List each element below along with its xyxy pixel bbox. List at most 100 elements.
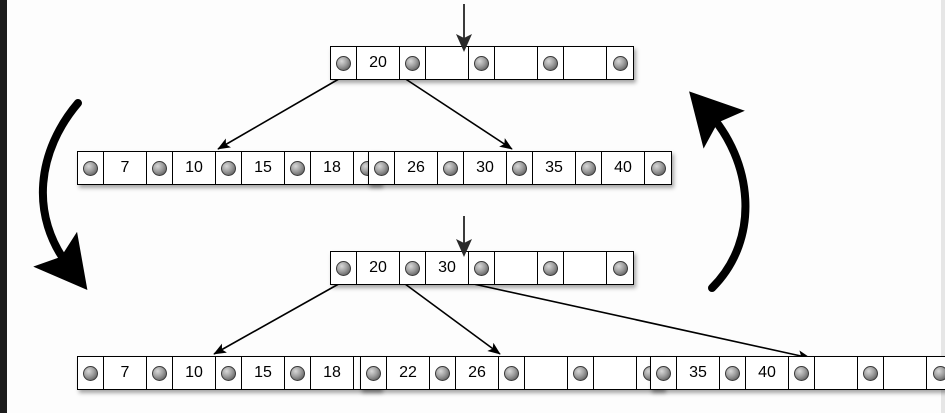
ptr-cell[interactable] <box>469 252 495 284</box>
pointer-dot-icon <box>152 160 167 176</box>
key-cell-empty[interactable] <box>525 357 568 389</box>
pointer-dot-icon <box>932 365 945 381</box>
key-cell[interactable]: 22 <box>387 357 430 389</box>
ptr-cell[interactable] <box>216 357 242 389</box>
key-cell[interactable]: 35 <box>533 152 576 184</box>
ptr-cell[interactable] <box>78 357 104 389</box>
key-cell[interactable]: 7 <box>104 357 147 389</box>
key-cell[interactable]: 18 <box>311 152 354 184</box>
pointer-dot-icon <box>725 365 740 381</box>
ptr-cell[interactable] <box>507 152 533 184</box>
edge-root-to-right-leaf-before <box>400 75 513 150</box>
leaf-right-before[interactable]: 26 30 35 40 <box>368 151 672 185</box>
pointer-dot-icon <box>543 260 558 276</box>
key-cell[interactable]: 40 <box>746 357 789 389</box>
ptr-cell[interactable] <box>645 152 671 184</box>
ptr-cell[interactable] <box>607 47 633 79</box>
pointer-dot-icon <box>612 55 628 71</box>
root-node-before[interactable]: 20 <box>330 46 634 80</box>
pointer-dot-icon <box>474 260 489 276</box>
edge-root-to-left-leaf-before <box>217 75 345 150</box>
ptr-cell[interactable] <box>147 357 173 389</box>
ptr-cell[interactable] <box>331 47 357 79</box>
pointer-dot-icon <box>581 160 596 176</box>
key-cell[interactable]: 10 <box>173 152 216 184</box>
ptr-cell[interactable] <box>331 252 357 284</box>
key-cell[interactable]: 35 <box>677 357 720 389</box>
key-cell-empty[interactable] <box>815 357 858 389</box>
ptr-cell[interactable] <box>438 152 464 184</box>
ptr-cell[interactable] <box>78 152 104 184</box>
ptr-cell[interactable] <box>576 152 602 184</box>
key-cell-empty[interactable] <box>495 252 538 284</box>
pointer-dot-icon <box>612 260 628 276</box>
ptr-cell[interactable] <box>720 357 746 389</box>
key-cell[interactable]: 15 <box>242 357 285 389</box>
leaf-middle-after[interactable]: 22 26 <box>360 356 664 390</box>
ptr-cell[interactable] <box>469 47 495 79</box>
pointer-dot-icon <box>290 160 305 176</box>
leaf-left-before[interactable]: 7 10 15 18 <box>77 151 381 185</box>
pointer-dot-icon <box>512 160 527 176</box>
pointer-dot-icon <box>405 55 420 71</box>
key-cell[interactable]: 26 <box>395 152 438 184</box>
pointer-dot-icon <box>443 160 458 176</box>
transition-arrow-right <box>689 91 750 292</box>
ptr-cell[interactable] <box>651 357 677 389</box>
ptr-cell[interactable] <box>285 152 311 184</box>
key-cell[interactable]: 18 <box>311 357 354 389</box>
pointer-dot-icon <box>290 365 305 381</box>
ptr-cell[interactable] <box>927 357 945 389</box>
ptr-cell[interactable] <box>568 357 594 389</box>
key-cell[interactable]: 40 <box>602 152 645 184</box>
edge-root-to-right-leaf-after <box>459 280 811 361</box>
ptr-cell[interactable] <box>789 357 815 389</box>
transition-arrow-left <box>33 99 88 290</box>
key-cell-empty[interactable] <box>884 357 927 389</box>
ptr-cell[interactable] <box>400 252 426 284</box>
key-cell[interactable]: 20 <box>357 252 400 284</box>
root-node-after[interactable]: 20 30 <box>330 251 634 285</box>
ptr-cell[interactable] <box>499 357 525 389</box>
pointer-dot-icon <box>656 365 671 381</box>
key-cell[interactable]: 26 <box>456 357 499 389</box>
ptr-cell[interactable] <box>285 357 311 389</box>
pointer-dot-icon <box>794 365 809 381</box>
leaf-right-after[interactable]: 35 40 <box>650 356 945 390</box>
ptr-cell[interactable] <box>369 152 395 184</box>
leaf-left-after[interactable]: 7 10 15 18 <box>77 356 381 390</box>
pointer-dot-icon <box>573 365 588 381</box>
pointer-dot-icon <box>366 365 381 381</box>
ptr-cell[interactable] <box>607 252 633 284</box>
key-cell-empty[interactable] <box>495 47 538 79</box>
ptr-cell[interactable] <box>216 152 242 184</box>
ptr-cell[interactable] <box>147 152 173 184</box>
pointer-dot-icon <box>543 55 558 71</box>
ptr-cell[interactable] <box>361 357 387 389</box>
ptr-cell[interactable] <box>430 357 456 389</box>
key-cell[interactable]: 7 <box>104 152 147 184</box>
ptr-cell[interactable] <box>538 47 564 79</box>
key-cell-empty[interactable] <box>426 47 469 79</box>
key-cell-empty[interactable] <box>594 357 637 389</box>
key-cell[interactable]: 20 <box>357 47 400 79</box>
pointer-dot-icon <box>405 260 420 276</box>
key-cell-empty[interactable] <box>564 252 607 284</box>
key-cell[interactable]: 10 <box>173 357 216 389</box>
pointer-dot-icon <box>83 160 98 176</box>
pointer-dot-icon <box>221 365 236 381</box>
key-cell[interactable]: 30 <box>464 152 507 184</box>
key-cell-empty[interactable] <box>564 47 607 79</box>
pointer-dot-icon <box>336 55 351 71</box>
ptr-cell[interactable] <box>858 357 884 389</box>
key-cell[interactable]: 15 <box>242 152 285 184</box>
pointer-dot-icon <box>474 55 489 71</box>
ptr-cell[interactable] <box>538 252 564 284</box>
key-cell[interactable]: 30 <box>426 252 469 284</box>
pointer-dot-icon <box>650 160 666 176</box>
ptr-cell[interactable] <box>400 47 426 79</box>
left-edge-band <box>0 0 7 413</box>
pointer-dot-icon <box>152 365 167 381</box>
pointer-dot-icon <box>336 260 351 276</box>
